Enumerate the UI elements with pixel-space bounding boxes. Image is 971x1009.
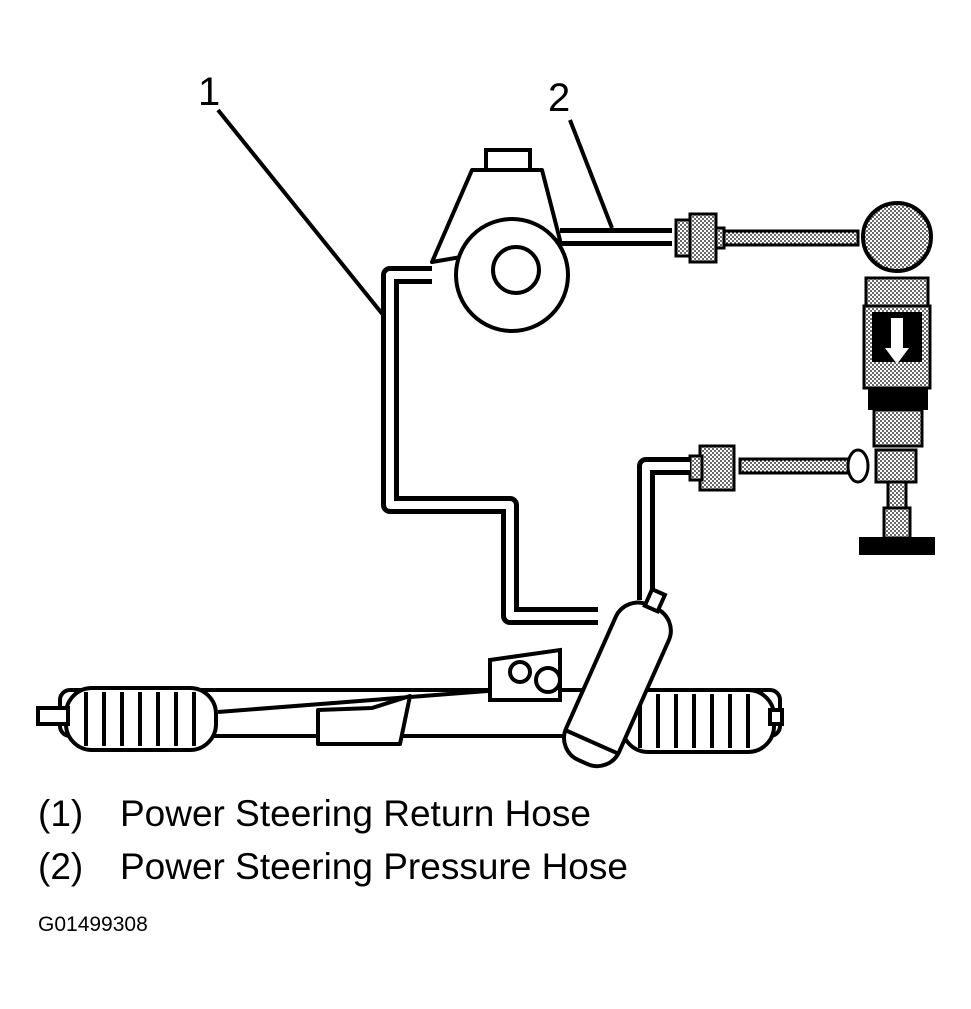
legend-label: Power Steering Return Hose bbox=[120, 793, 591, 834]
gauge-outlet-line bbox=[637, 457, 690, 600]
left-boot bbox=[36, 686, 218, 752]
figure-id: G01499308 bbox=[38, 913, 148, 936]
callout-2-leader bbox=[568, 119, 614, 229]
legend-item: (1) Power Steering Return Hose bbox=[38, 795, 591, 832]
callout-1-label: 1 bbox=[198, 70, 221, 114]
callout-1-leader bbox=[216, 108, 386, 318]
legend-number: (2) bbox=[38, 846, 84, 887]
legend-label: Power Steering Pressure Hose bbox=[120, 846, 628, 887]
legend-number: (1) bbox=[38, 793, 84, 834]
power-steering-pump bbox=[430, 148, 570, 333]
pinion-housing bbox=[562, 586, 673, 769]
steering-gear bbox=[36, 586, 784, 769]
callout-2-label: 2 bbox=[548, 76, 571, 120]
return-hose bbox=[381, 266, 598, 625]
right-boot bbox=[620, 688, 784, 754]
legend-item: (2) Power Steering Pressure Hose bbox=[38, 848, 628, 885]
power-steering-hose-diagram bbox=[36, 108, 935, 769]
pressure-gauge-assembly bbox=[674, 201, 935, 555]
